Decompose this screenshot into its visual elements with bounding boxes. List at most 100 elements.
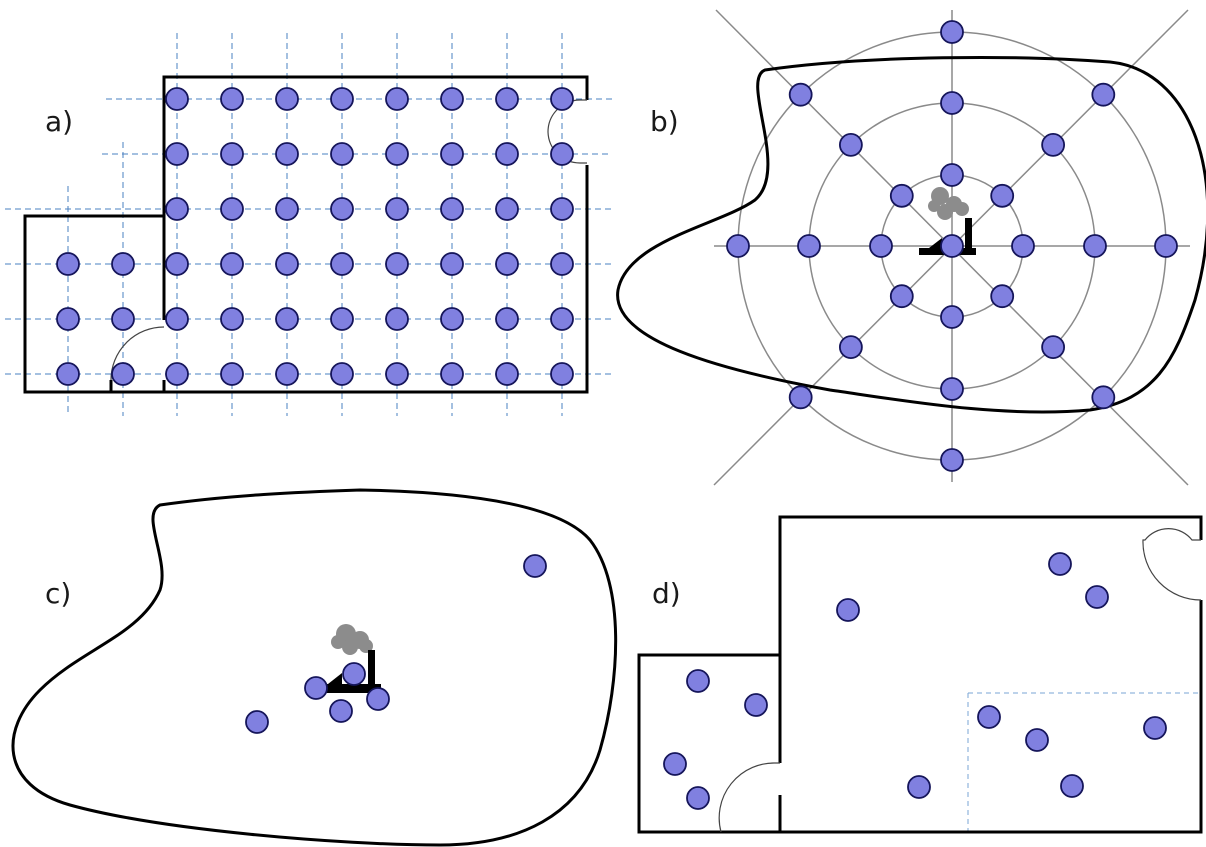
- sensor-dot-icon: [1143, 716, 1167, 740]
- sensor-dot-icon: [495, 142, 519, 166]
- sensor-dot-icon: [329, 699, 353, 723]
- panel-d-building-walls: [637, 515, 1203, 834]
- sensor-dot-icon: [111, 362, 135, 386]
- panel-d: d): [637, 515, 1203, 834]
- sensor-dot-icon: [907, 775, 931, 799]
- sensor-dot-icon: [977, 705, 1001, 729]
- sensor-dot-icon: [440, 142, 464, 166]
- sensor-dot-icon: [788, 385, 813, 410]
- sensor-dot-icon: [550, 87, 574, 111]
- sensor-dot-icon: [56, 307, 80, 331]
- panel-d-sensors: [663, 552, 1167, 810]
- sensor-dot-icon: [1025, 728, 1049, 752]
- sensor-dot-icon: [342, 662, 366, 686]
- sensor-dot-icon: [275, 362, 299, 386]
- sensor-dot-icon: [1154, 234, 1178, 258]
- sensor-dot-icon: [726, 234, 750, 258]
- door-icon: [718, 762, 780, 833]
- sensor-dot-icon: [550, 362, 574, 386]
- sensor-dot-icon: [330, 252, 354, 276]
- sensor-dot-icon: [56, 362, 80, 386]
- sensor-dot-icon: [838, 132, 863, 157]
- sensor-dot-icon: [1085, 585, 1109, 609]
- sensor-dot-icon: [940, 377, 964, 401]
- sensor-dot-icon: [836, 598, 860, 622]
- panel-b-site-boundary: [616, 55, 1206, 414]
- sensor-dot-icon: [385, 252, 409, 276]
- sensor-dot-icon: [1060, 774, 1084, 798]
- sensor-dot-icon: [330, 87, 354, 111]
- sensor-dot-icon: [165, 362, 189, 386]
- sensor-dot-icon: [165, 307, 189, 331]
- panel-a-label: a): [45, 105, 73, 138]
- sensor-dot-icon: [940, 163, 964, 187]
- sensor-dot-icon: [1041, 335, 1066, 360]
- sensor-dot-icon: [56, 252, 80, 276]
- sensor-dot-icon: [869, 234, 893, 258]
- sensor-dot-icon: [1091, 385, 1116, 410]
- sensor-dot-icon: [275, 197, 299, 221]
- panel-b-sensors: [726, 20, 1178, 472]
- sensor-dot-icon: [440, 307, 464, 331]
- sensor-dot-icon: [304, 676, 328, 700]
- sensor-dot-icon: [220, 197, 244, 221]
- sensor-dot-icon: [838, 335, 863, 360]
- smoke-icon: [331, 624, 373, 655]
- sensor-dot-icon: [940, 448, 964, 472]
- factory-icon: [314, 650, 381, 693]
- sensor-dot-icon: [366, 687, 390, 711]
- sensor-dot-icon: [330, 362, 354, 386]
- sensor-dot-icon: [1011, 234, 1035, 258]
- sensor-dot-icon: [686, 669, 710, 693]
- door-icon: [1142, 528, 1202, 601]
- sensor-dot-icon: [1041, 132, 1066, 157]
- sensor-dot-icon: [440, 252, 464, 276]
- sensor-dot-icon: [220, 252, 244, 276]
- sensor-dot-icon: [1083, 234, 1107, 258]
- sensor-dot-icon: [440, 87, 464, 111]
- sensor-dot-icon: [990, 284, 1015, 309]
- sensor-dot-icon: [686, 786, 710, 810]
- sensor-dot-icon: [111, 252, 135, 276]
- sensor-dot-icon: [1091, 82, 1116, 107]
- sensor-dot-icon: [220, 142, 244, 166]
- sensor-dot-icon: [330, 307, 354, 331]
- sensor-dot-icon: [165, 197, 189, 221]
- panel-a-grid: [5, 33, 612, 416]
- panel-c: c): [11, 488, 618, 847]
- sensor-dot-icon: [385, 87, 409, 111]
- smoke-icon: [928, 187, 969, 220]
- sensor-dot-icon: [1048, 552, 1072, 576]
- sensor-dot-icon: [663, 752, 687, 776]
- sensor-dot-icon: [495, 87, 519, 111]
- sensor-dot-icon: [889, 284, 914, 309]
- sensor-dot-icon: [797, 234, 821, 258]
- sensor-dot-icon: [275, 142, 299, 166]
- sensor-dot-icon: [940, 234, 964, 258]
- sensor-dot-icon: [220, 87, 244, 111]
- sensor-dot-icon: [440, 362, 464, 386]
- sensor-dot-icon: [440, 197, 464, 221]
- panel-c-sensors: [245, 554, 547, 734]
- sensor-dot-icon: [744, 693, 768, 717]
- sensor-dot-icon: [245, 710, 269, 734]
- sensor-dot-icon: [550, 142, 574, 166]
- panel-a-sensors: [56, 87, 574, 386]
- sensor-dot-icon: [385, 142, 409, 166]
- sensor-dot-icon: [550, 252, 574, 276]
- sensor-dot-icon: [550, 307, 574, 331]
- sensor-dot-icon: [495, 252, 519, 276]
- panel-b: b): [616, 9, 1206, 486]
- sensor-dot-icon: [940, 91, 964, 115]
- sensor-dot-icon: [550, 197, 574, 221]
- sensor-dot-icon: [385, 307, 409, 331]
- panel-d-label: d): [652, 577, 681, 610]
- panel-c-site-boundary: [11, 488, 618, 847]
- sensor-dot-icon: [275, 307, 299, 331]
- sensor-dot-icon: [940, 305, 964, 329]
- panel-b-factory-icon: [919, 187, 976, 255]
- sensor-dot-icon: [111, 307, 135, 331]
- sensor-dot-icon: [990, 183, 1015, 208]
- sensor-dot-icon: [385, 197, 409, 221]
